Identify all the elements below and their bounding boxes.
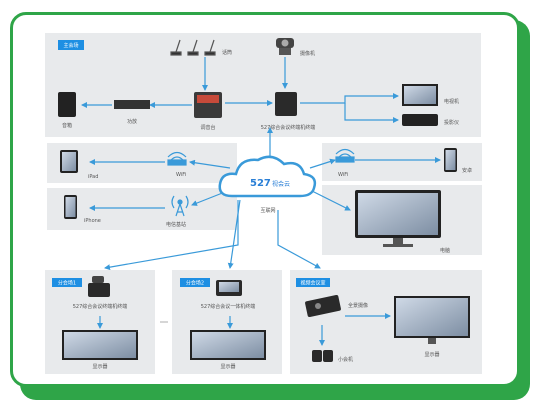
- branch1-screen-label: 显示器: [92, 364, 107, 370]
- cloud-brand: 527: [250, 178, 271, 189]
- branch3-mini-icon: [312, 350, 333, 362]
- main-venue-tag-label: 主会场: [63, 42, 78, 49]
- link-cloud-wifi-right: [309, 158, 336, 169]
- projector-icon: [402, 114, 438, 126]
- branch3-tag-label: 视频会议室: [300, 280, 325, 287]
- branch3-mini-label: 小会机: [338, 356, 353, 363]
- power-amp-label: 功放: [127, 118, 137, 125]
- branch2-terminal-icon: [216, 280, 242, 296]
- tv-label: 电视机: [444, 98, 459, 105]
- mics-label: 话筒: [222, 49, 232, 56]
- branch1-tag: [52, 278, 82, 287]
- ipad-icon: [60, 150, 78, 173]
- branch1-terminal-label: 527综合会议终端机终端: [73, 303, 128, 310]
- mixer-label: 调音台: [200, 124, 215, 131]
- ipad-panel: [47, 143, 237, 183]
- link-cloud-branch3: [277, 210, 321, 269]
- projector-label: 投影仪: [444, 119, 459, 126]
- iphone-label: iPhone: [84, 218, 101, 224]
- iphone-icon: [64, 195, 77, 219]
- iphone-panel: [47, 188, 237, 230]
- android-phone-icon: [444, 148, 457, 172]
- main-venue-tag: [58, 40, 84, 50]
- base-station-icon: [171, 195, 189, 217]
- tv-icon: [402, 84, 438, 106]
- branch3-screen-icon: [394, 296, 470, 344]
- base-station-label: 电信基站: [166, 221, 186, 228]
- branch3-screen-label: 显示器: [424, 352, 439, 358]
- internet-cloud-icon: [218, 155, 317, 198]
- branch2-screen-label: 显示器: [220, 364, 235, 370]
- branch3-tag: [296, 278, 330, 287]
- branch2-tag-label: 分会场2: [186, 280, 204, 287]
- speaker-icon: [58, 92, 76, 117]
- branch2-tag: [180, 278, 210, 287]
- ptz-camera-icon: [276, 38, 294, 55]
- mixer-icon: [194, 92, 222, 118]
- branch2-terminal-label: 527综合会议一体机终端: [201, 303, 256, 310]
- branch2-screen-icon: [190, 330, 266, 360]
- branch3-camera-icon: [305, 295, 341, 317]
- speaker-label: 音箱: [62, 122, 72, 129]
- link-cloud-branch2: [227, 199, 241, 269]
- power-amp-icon: [114, 100, 150, 109]
- link-cloud-pc: [309, 189, 351, 211]
- wifi-right-icon: [335, 148, 355, 163]
- android-label: 安卓: [462, 167, 472, 174]
- pc-monitor-icon: [355, 190, 441, 247]
- branch1-tag-label: 分会场1: [58, 280, 76, 287]
- branch3-camera-label: 全景摄像: [348, 302, 368, 309]
- ptz-label: 摄像机: [300, 50, 315, 57]
- ipad-label: iPad: [88, 174, 98, 180]
- cloud-brand-sub: 视会云: [272, 180, 290, 188]
- pc-label: 电脑: [440, 247, 450, 254]
- terminal-icon: [275, 92, 297, 116]
- wifi-right-label: WiFi: [338, 172, 348, 178]
- cloud-label: 互联网: [260, 207, 275, 214]
- branch1-terminal-icon: [88, 276, 110, 297]
- wifi-icon: [167, 151, 187, 166]
- microphone-icon: [170, 39, 216, 56]
- terminal-label: 527综合会议终端机终端: [261, 124, 316, 131]
- link-terminal-projector: [344, 103, 399, 123]
- link-terminal-tv: [300, 93, 399, 104]
- wifi-left-label: WiFi: [176, 172, 186, 178]
- link-cloud-wifi-left: [189, 159, 231, 169]
- branch1-screen-icon: [62, 330, 138, 360]
